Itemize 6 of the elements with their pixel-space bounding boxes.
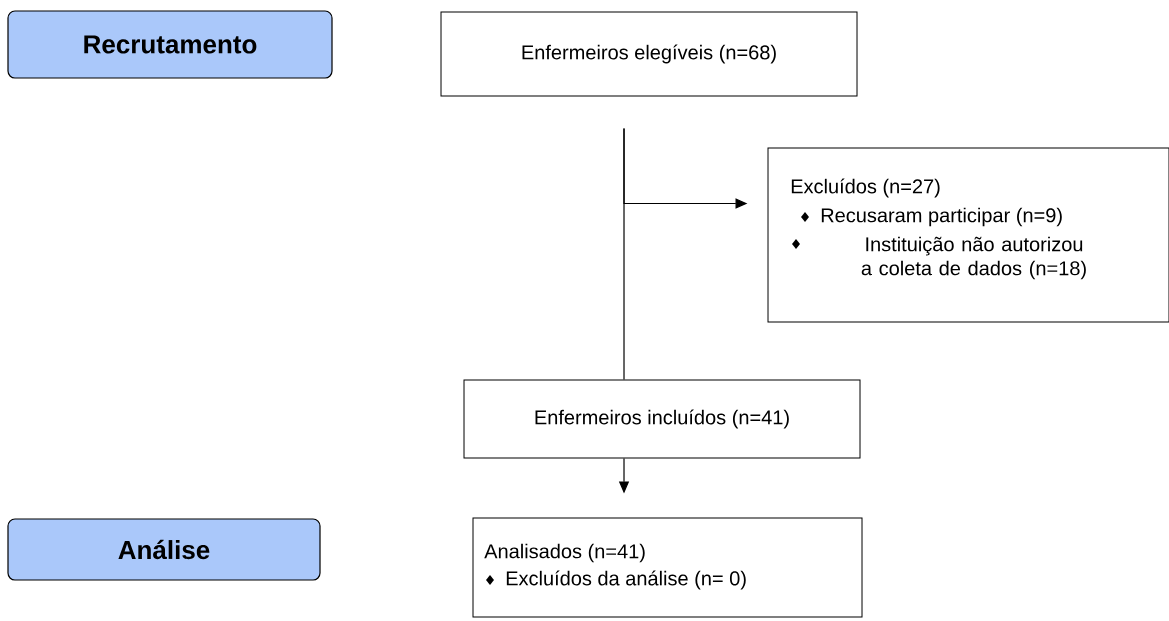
list-box: Analisados (n=41) Excluídos da análise (n= 0) <box>472 517 863 618</box>
process-box: Enfermeiros incluídos (n=41) <box>463 379 861 459</box>
phase-label: Recrutamento <box>7 10 333 79</box>
phase-label: Análise <box>7 518 321 581</box>
list-box: Excluídos (n=27) Recusaram participar (n=9) Instituição não autorizou a coleta de dados (n=18) <box>767 147 1169 323</box>
process-box: Enfermeiros elegíveis (n=68) <box>440 11 858 97</box>
